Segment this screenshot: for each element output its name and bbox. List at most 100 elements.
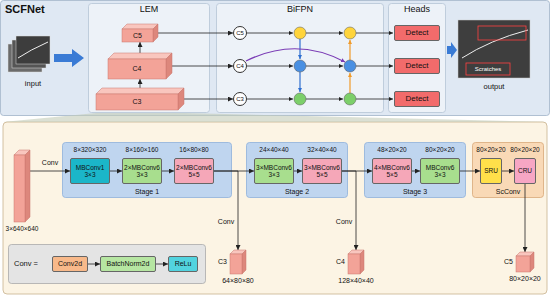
- tensor-label: 80×20×20: [509, 275, 541, 283]
- bottom-up-line: [349, 40, 350, 60]
- tensor-label: C5: [122, 29, 153, 42]
- fusion-line: [247, 33, 393, 99]
- block-box: 2×MBConv6 5×5: [174, 158, 214, 184]
- box-label: C3: [236, 96, 244, 103]
- tensor-label: C5: [504, 252, 513, 272]
- fusion-line: [356, 33, 393, 34]
- panel-title: Stage 3: [364, 188, 466, 196]
- flow-arrow: [214, 171, 238, 250]
- tensor-size: 32×40×40: [307, 146, 336, 153]
- tensor-size: 16×80×80: [179, 146, 208, 153]
- output-feature: C364×80×80: [230, 250, 246, 274]
- slab-front: [230, 254, 242, 274]
- fusion-line: [306, 66, 343, 67]
- panel-title: Stage 1: [62, 188, 232, 196]
- tensor-label: 64×80×80: [222, 277, 254, 285]
- panel-fill: [365, 143, 466, 198]
- fusion-line: [356, 99, 393, 100]
- box-label: Conv2d: [58, 260, 82, 268]
- slab-side: [153, 24, 158, 42]
- flow-arrow: [162, 171, 174, 172]
- fusion-line: [306, 99, 343, 100]
- feature-map: C5: [122, 24, 158, 42]
- box-label: ReLu: [175, 260, 192, 268]
- conv-definition: Conv =Conv2dBatchNorm2dReLu: [8, 244, 206, 284]
- output-feature: C580×20×20: [516, 252, 534, 272]
- slab-shape: [230, 250, 246, 274]
- unit-box: CRU: [514, 158, 536, 184]
- slab-top: [108, 53, 172, 59]
- panel-fill: [217, 4, 384, 113]
- fusion-line: [306, 33, 343, 34]
- box-label: Detect: [405, 95, 428, 104]
- flow-arrow: [140, 79, 141, 88]
- feature-map: C3: [96, 88, 184, 110]
- slab-top: [96, 88, 184, 94]
- panel-title: SCFNet: [5, 3, 45, 15]
- edge-label: Conv: [335, 218, 353, 226]
- top-down-line: [299, 72, 300, 92]
- unit-box: SRU: [480, 158, 502, 184]
- flow-arrow: [342, 171, 356, 250]
- input-tensor: 3×640×640: [14, 150, 30, 222]
- fusion-node: [344, 27, 356, 39]
- panel-title: BiFPN: [216, 5, 384, 15]
- network-panel: SCFNetLEMC5C4C3BiFPNC5C4C3HeadsDetectDet…: [0, 0, 550, 116]
- flow-arrow: [140, 42, 141, 53]
- box-label: CRU: [518, 167, 532, 174]
- panel-fill: [1, 1, 550, 116]
- tensor-size: 8×320×320: [74, 146, 107, 153]
- detect-head: Detect: [394, 58, 440, 74]
- fusion-node: [344, 60, 356, 72]
- bottom-up-line: [349, 73, 350, 93]
- flow-arrow: [525, 184, 526, 252]
- slab-side: [242, 250, 246, 274]
- output-feature: C4128×40×40: [348, 250, 364, 274]
- fusion-line: [356, 66, 393, 67]
- flow-arrow: [172, 66, 233, 67]
- panel-fill: [89, 4, 210, 113]
- box-label: Detect: [405, 62, 428, 71]
- block-box: 4×MBConv6 5×5: [372, 158, 412, 184]
- tensor-label: 3×640×640: [6, 225, 39, 232]
- slab-front: [348, 254, 360, 274]
- panel-title: Conv =: [14, 244, 38, 284]
- slab-side: [166, 53, 172, 79]
- panel-title: ScConv: [472, 188, 544, 196]
- box-label: SRU: [484, 167, 498, 174]
- flow-arrow: [110, 171, 122, 172]
- box-label: MBConv6 3×3: [423, 164, 457, 178]
- fusion-node: [294, 93, 306, 105]
- tensor-label: C4: [108, 59, 166, 79]
- slab-shape: [516, 252, 534, 272]
- layer-box: ReLu: [168, 256, 198, 272]
- flow-arrow: [447, 42, 457, 58]
- flow-arrow: [294, 171, 302, 172]
- module-panel: HeadsDetectDetectDetect: [388, 3, 446, 113]
- box-label: 4×MBConv6 5×5: [374, 164, 410, 178]
- box-label: Detect: [405, 29, 428, 38]
- panel-fill: [63, 143, 232, 198]
- slab-front: [516, 256, 530, 272]
- input-node: C4: [233, 59, 247, 73]
- fusion-line: [247, 99, 293, 100]
- tensor-label: 128×40×40: [338, 277, 373, 285]
- skip-line: [246, 49, 345, 62]
- slab-front: [14, 155, 25, 222]
- detect-head: Detect: [394, 25, 440, 41]
- block-box: MBConv1 3×3: [70, 158, 110, 184]
- box-label: 2×MBConv6 3×3: [124, 164, 160, 178]
- flow-arrow: [30, 171, 70, 172]
- image-caption: input: [25, 80, 41, 88]
- fusion-node: [294, 27, 306, 39]
- slab-shape: [348, 250, 364, 274]
- input-node: C5: [233, 26, 247, 40]
- detection-tag: Scratches: [475, 66, 502, 73]
- slab-side: [178, 88, 184, 110]
- fusion-line: [247, 33, 293, 34]
- slab-front: [122, 29, 153, 42]
- block-box: 3×MBConv6 3×3: [254, 158, 294, 184]
- fusion-node: [294, 27, 356, 105]
- feature-map: C4: [108, 53, 172, 79]
- panel-fill: [473, 143, 544, 198]
